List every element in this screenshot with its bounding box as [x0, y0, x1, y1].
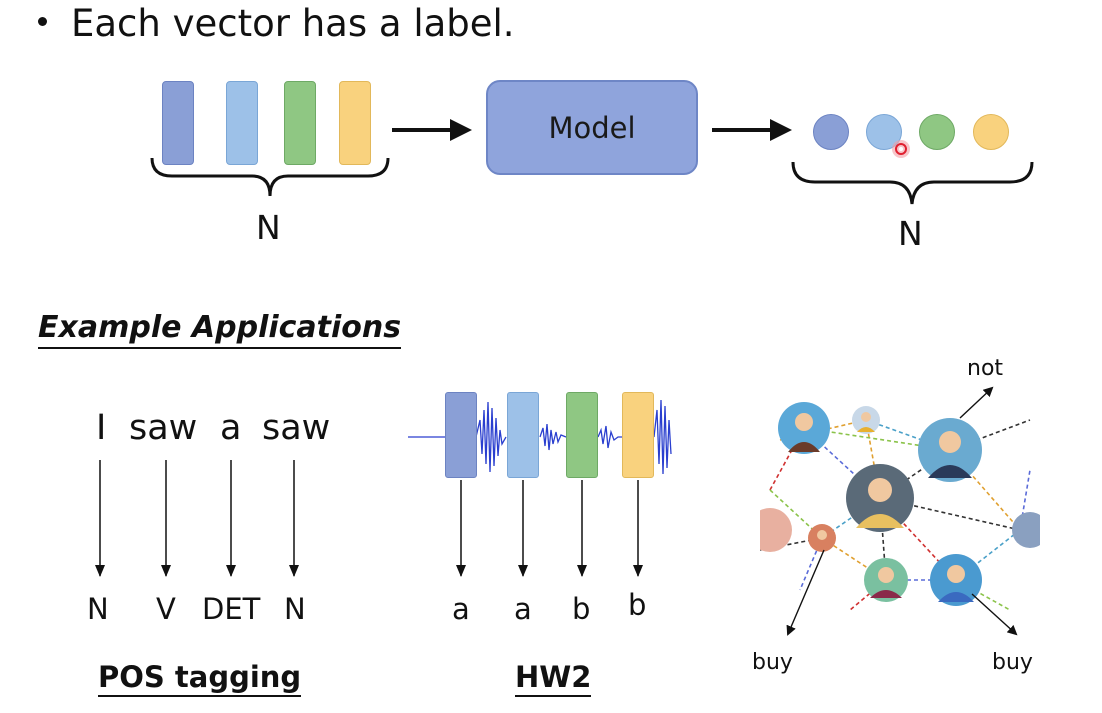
input-brace — [150, 157, 390, 197]
lower-diagram-lines — [95, 399, 672, 577]
hw2-label-2: a — [514, 592, 532, 626]
sentence-word-3: a — [220, 408, 242, 448]
avatar-right-edge — [1012, 512, 1040, 548]
laser-pointer-cursor — [892, 140, 910, 158]
avatar-bottom-right — [930, 554, 982, 606]
avatar-bottom-middle — [864, 558, 908, 602]
bullet-dot — [38, 17, 47, 26]
arrow-to-model-head — [450, 119, 472, 141]
avatar-small-left — [808, 524, 836, 552]
pos-tag-4: N — [284, 592, 306, 626]
hw2-label-4: b — [628, 588, 647, 622]
avatar-woman-top-left — [778, 402, 830, 454]
graph-label-not: not — [967, 356, 1004, 381]
top-diagram-lines — [150, 119, 1034, 205]
graph-label-buy-left: buy — [752, 650, 793, 675]
pos-tag-2: V — [156, 592, 176, 626]
output-dot-3 — [919, 114, 955, 150]
input-vector-4 — [339, 81, 371, 165]
input-vector-2 — [226, 81, 258, 165]
buy-right-arrow — [971, 593, 1018, 636]
avatar-woman-center — [846, 464, 914, 532]
avatar-small-top — [852, 406, 880, 434]
bullet-text: Each vector has a label. — [71, 2, 515, 45]
hw2-vector-2 — [507, 392, 539, 478]
avatar-left-edge — [760, 508, 792, 552]
audio-waveform — [408, 399, 672, 475]
sentence-word-4: saw — [262, 408, 331, 448]
model-label: Model — [548, 110, 636, 145]
graph-label-buy-right: buy — [992, 650, 1033, 675]
hw2-vector-3 — [566, 392, 598, 478]
pos-tag-3: DET — [202, 592, 261, 626]
hw2-label-3: b — [572, 592, 591, 626]
sentence-word-2: saw — [129, 408, 198, 448]
output-dot-1 — [813, 114, 849, 150]
output-brace — [791, 161, 1034, 205]
social-network-graph — [760, 386, 1040, 636]
input-count-label: N — [256, 208, 281, 247]
model-box: Model — [486, 80, 698, 175]
hw2-vector-4 — [622, 392, 654, 478]
avatar-man-glasses — [918, 418, 982, 482]
pos-tagging-title: POS tagging — [98, 660, 302, 697]
bullet-heading: Each vector has a label. — [38, 2, 515, 45]
hw2-vector-1 — [445, 392, 477, 478]
input-vector-3 — [284, 81, 316, 165]
output-count-label: N — [898, 214, 923, 253]
output-dot-4 — [973, 114, 1009, 150]
sentence-word-1: I — [96, 408, 107, 448]
buy-left-arrow — [786, 549, 825, 636]
hw2-label-1: a — [452, 592, 470, 626]
hw2-title: HW2 — [515, 660, 592, 697]
pos-tag-1: N — [87, 592, 109, 626]
input-vector-1 — [162, 81, 194, 165]
not-arrow — [959, 386, 994, 419]
section-title: Example Applications — [38, 310, 402, 349]
arrow-from-model-head — [770, 119, 792, 141]
